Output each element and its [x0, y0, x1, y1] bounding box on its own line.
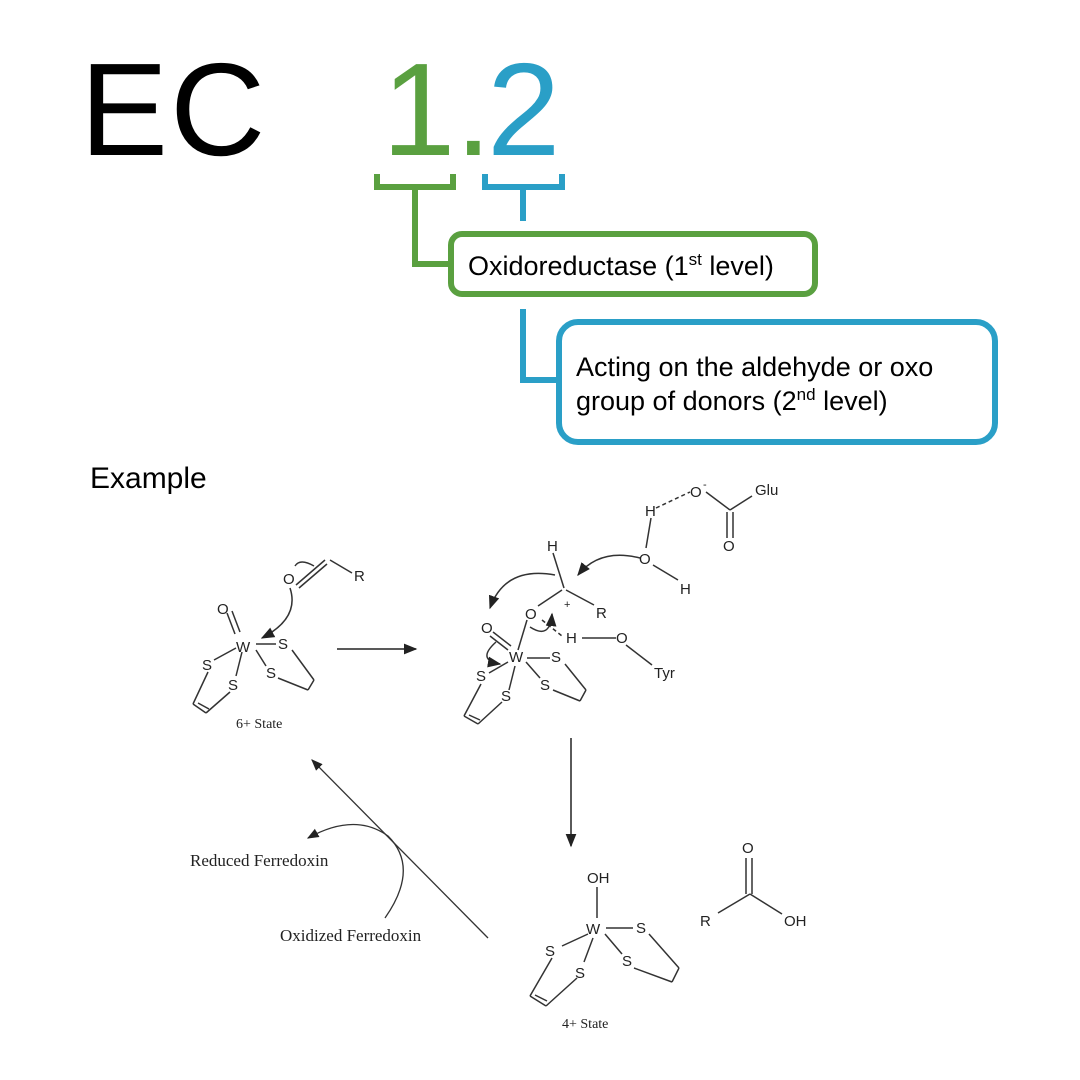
example-label: Example: [90, 462, 207, 495]
atom-label: S: [266, 665, 276, 682]
ec-dot: .: [455, 36, 492, 183]
reduced-ferredoxin-label: Reduced Ferredoxin: [190, 851, 329, 870]
level2-line1: Acting on the aldehyde or oxo: [576, 352, 934, 382]
level1-sup: st: [688, 250, 702, 269]
atom-label: S: [278, 636, 288, 653]
complex-4plus-atoms: OH W S S S S R O OH: [545, 840, 807, 982]
level1-bracket: [374, 174, 456, 267]
atom-label: S: [575, 965, 585, 982]
complex-intermediate: [463, 491, 753, 725]
level1-suffix: level): [701, 251, 774, 281]
atom-label: S: [551, 649, 561, 666]
complex-6plus: [192, 559, 353, 714]
oxidized-ferredoxin-label: Oxidized Ferredoxin: [280, 926, 422, 945]
level2-sup: nd: [796, 384, 816, 404]
ec-first-digit: 1: [382, 36, 456, 183]
atom-label: Glu: [755, 482, 778, 499]
level2-bracket: [482, 174, 565, 383]
atom-label: H: [680, 581, 691, 598]
atom-label: W: [509, 649, 524, 666]
complex-4plus: [529, 858, 783, 1007]
ferredoxin-arrow: [306, 823, 404, 919]
ec-prefix: EC: [80, 36, 268, 183]
atom-label: S: [540, 677, 550, 694]
atom-label: W: [236, 639, 251, 656]
state-6plus-label: 6+ State: [236, 717, 282, 732]
level2-box: Acting on the aldehyde or oxo group of d…: [556, 319, 998, 445]
level1-box: Oxidoreductase (1st level): [448, 231, 818, 297]
atom-label: R: [700, 913, 711, 930]
atom-label: H: [547, 538, 558, 555]
atom-label: R: [596, 605, 607, 622]
complex-6plus-atoms: O W S S S S O R: [202, 568, 365, 694]
atom-label: O: [639, 551, 651, 568]
atom-label: O: [616, 630, 628, 647]
atom-label: O: [690, 484, 702, 501]
atom-label: S: [622, 953, 632, 970]
atom-label: Tyr: [654, 665, 675, 682]
level1-text: Oxidoreductase (1: [468, 251, 689, 281]
atom-label: H: [566, 630, 577, 647]
atom-label: O: [283, 571, 295, 588]
atom-label: O: [481, 620, 493, 637]
atom-label: S: [545, 943, 555, 960]
level2-suffix: level): [815, 385, 888, 416]
atom-label: -: [703, 479, 707, 491]
atom-label: O: [742, 840, 754, 857]
atom-label: O: [525, 606, 537, 623]
atom-label: S: [501, 688, 511, 705]
ec-second-digit: 2: [487, 36, 561, 183]
atom-label: +: [564, 599, 570, 611]
atom-label: S: [476, 668, 486, 685]
level2-line2: group of donors (2: [576, 385, 797, 416]
atom-label: S: [228, 677, 238, 694]
atom-label: O: [217, 601, 229, 618]
atom-label: S: [636, 920, 646, 937]
atom-label: O: [723, 538, 735, 555]
atom-label: H: [645, 503, 656, 520]
atom-label: S: [202, 657, 212, 674]
atom-label: R: [354, 568, 365, 585]
arrow-return: [311, 759, 489, 939]
complex-intermediate-atoms: O W S S S S O H + R H O Tyr H O H O - O …: [476, 479, 778, 705]
atom-label: W: [586, 921, 601, 938]
atom-label: OH: [587, 870, 610, 887]
state-4plus-label: 4+ State: [562, 1017, 608, 1032]
atom-label: OH: [784, 913, 807, 930]
